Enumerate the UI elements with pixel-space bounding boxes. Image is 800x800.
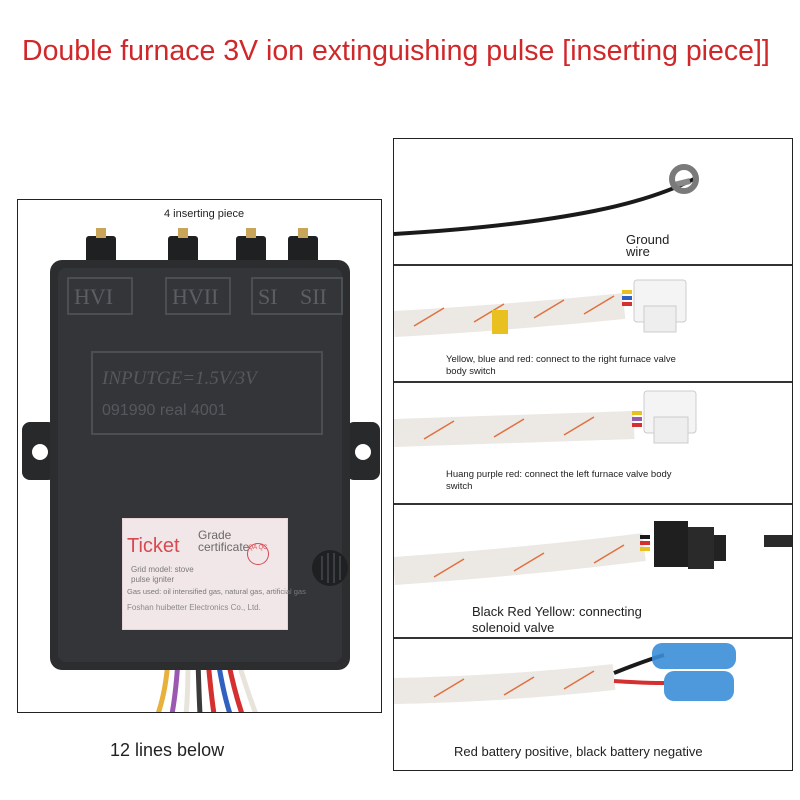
- ground-wire-caption-2: wire: [626, 244, 650, 259]
- ground-wire-panel: Ground wire: [394, 139, 792, 264]
- ground-wire-caption-1: Ground: [626, 232, 670, 247]
- left-valve-wire-panel: Huang purple red: connect the left furna…: [394, 383, 792, 503]
- battery-caption: Red battery positive, black battery nega…: [454, 744, 703, 759]
- terminal-label-s1: SI: [258, 284, 278, 309]
- certificate-text: certificate: [198, 540, 250, 554]
- solenoid-valve-wire-image: [394, 521, 792, 585]
- panel-divider: [394, 264, 792, 266]
- inserting-piece-caption: 4 inserting piece: [164, 208, 245, 220]
- qa-qc-stamp: QA QC: [247, 543, 269, 565]
- solenoid-caption-2: solenoid valve: [472, 620, 555, 635]
- solenoid-valve-wire-panel: Black Red Yellow: connecting solenoid va…: [394, 505, 792, 637]
- left-valve-caption-2: switch: [446, 481, 473, 492]
- gas-used-text: Gas used: oil intensified gas, natural g…: [127, 587, 306, 596]
- model-text: Grid model: stove: [131, 565, 194, 574]
- igniter-photo-frame: 4 inserting piece: [17, 199, 382, 713]
- battery-wire-image: [394, 643, 736, 704]
- ground-wire-image: [394, 164, 699, 236]
- grade-text: Grade: [198, 528, 232, 542]
- right-valve-caption-2: body switch: [446, 366, 496, 377]
- wires-photo-frame: Ground wire Yellow, blue and red: connec…: [393, 138, 793, 771]
- battery-wire-panel: Red battery positive, black battery nega…: [394, 639, 792, 770]
- terminal-label-hv1: HVI: [74, 284, 114, 309]
- right-valve-caption-1: Yellow, blue and red: connect to the rig…: [446, 354, 676, 365]
- ticket-text: Ticket: [127, 535, 180, 557]
- serial-number-text: 091990 real 4001: [102, 402, 227, 419]
- lines-below-caption: 12 lines below: [110, 740, 225, 760]
- panel-divider: [394, 637, 792, 639]
- left-valve-wire-image: [394, 390, 697, 447]
- page-title: Double furnace 3V ion extinguishing puls…: [22, 35, 770, 67]
- grade-certificate-label: Ticket Grade certificate QA QC Grid mode…: [122, 518, 306, 630]
- panel-divider: [394, 503, 792, 505]
- terminal-label-s2: SII: [300, 284, 327, 309]
- model-text-2: pulse igniter: [131, 575, 175, 584]
- terminal-label-hv2: HVII: [172, 284, 219, 309]
- input-voltage-text: INPUTGE=1.5V/3V: [102, 368, 257, 389]
- panel-divider: [394, 381, 792, 383]
- right-valve-wire-image: [394, 279, 687, 337]
- manufacturer-text: Foshan huibetter Electronics Co., Ltd.: [127, 603, 261, 612]
- left-valve-caption-1: Huang purple red: connect the left furna…: [446, 469, 672, 480]
- right-valve-wire-panel: Yellow, blue and red: connect to the rig…: [394, 266, 792, 381]
- igniter-device-image: [22, 228, 380, 712]
- solenoid-caption-1: Black Red Yellow: connecting: [472, 604, 642, 619]
